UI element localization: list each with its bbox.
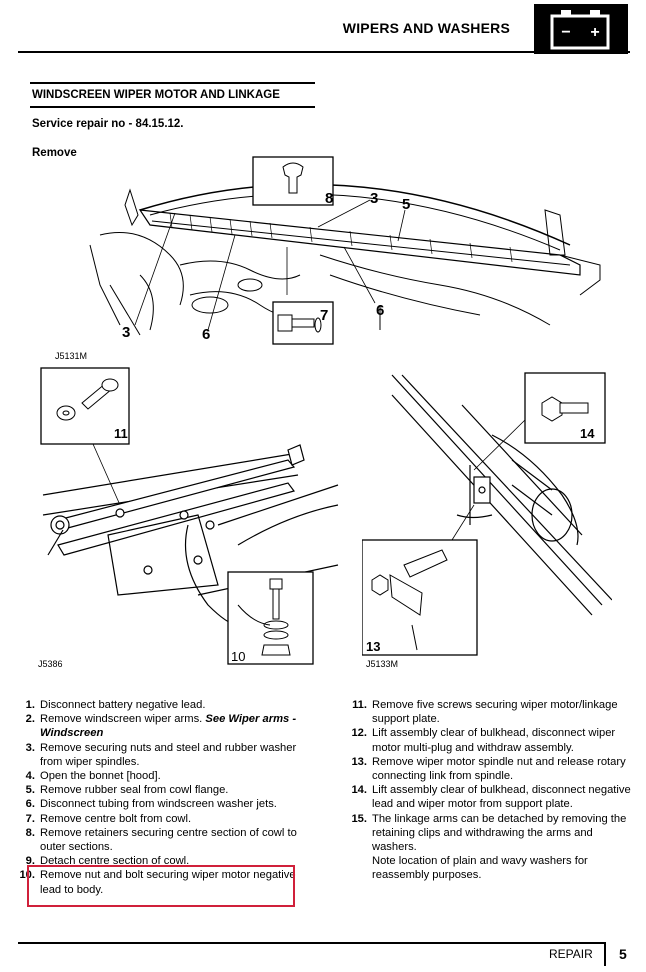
steps-right-column: 11.Remove five screws securing wiper mot…	[345, 698, 635, 883]
figure-motor: 14 13	[361, 365, 613, 665]
callout-11: 11	[114, 426, 128, 441]
step-note: Note location of plain and wavy washers …	[372, 855, 588, 882]
callout-10: 10	[231, 649, 245, 664]
section-title-rule-bottom	[30, 106, 315, 108]
step-14: 14.Lift assembly clear of bulkhead, disc…	[351, 784, 631, 811]
figure-cowl-overview: 8 3 5 3 6 7 6	[80, 155, 615, 350]
step-10: 10.Remove nut and bolt securing wiper mo…	[19, 869, 296, 896]
section-title: WINDSCREEN WIPER MOTOR AND LINKAGE	[32, 89, 280, 101]
remove-subheading: Remove	[32, 147, 77, 159]
battery-minus-sign: −	[561, 24, 570, 41]
callout-3-bottom: 3	[122, 324, 130, 341]
footer-rule	[18, 942, 606, 944]
figure-code-right: J5133M	[366, 659, 399, 669]
header-rule	[18, 51, 630, 53]
step-9: 9.Detach centre section of cowl.	[25, 855, 190, 868]
callout-3-top: 3	[370, 190, 378, 207]
service-repair-number: Service repair no - 84.15.12.	[32, 118, 184, 130]
step-6: 6.Disconnect tubing from windscreen wash…	[25, 798, 277, 811]
callout-13: 13	[366, 639, 380, 654]
step-15: 15.The linkage arms can be detached by r…	[351, 812, 627, 854]
cross-reference-link[interactable]: See Wiper arms - Windscreen	[40, 713, 297, 740]
step-12: 12.Lift assembly clear of bulkhead, disc…	[351, 727, 616, 754]
figure-code-top: J5131M	[55, 351, 88, 361]
callout-7: 7	[320, 307, 328, 324]
step-7: 7.Remove centre bolt from cowl.	[25, 812, 192, 825]
step-3: 3.Remove securing nuts and steel and rub…	[25, 741, 297, 768]
battery-plus-sign: +	[590, 24, 599, 41]
figure-code-left: J5386	[38, 659, 63, 669]
callout-6-right: 6	[376, 302, 384, 319]
callout-14: 14	[580, 426, 595, 441]
figure-linkage: 11	[38, 365, 348, 665]
callout-6-left: 6	[202, 326, 210, 343]
step-2: 2.Remove windscreen wiper arms. See Wipe…	[25, 713, 297, 740]
step-11: 11.Remove five screws securing wiper mot…	[352, 699, 618, 726]
step-5: 5.Remove rubber seal from cowl flange.	[25, 784, 229, 797]
step-4: 4.Open the bonnet [hood].	[25, 770, 161, 783]
battery-icon: − +	[534, 4, 628, 54]
page-number: 5	[619, 946, 627, 962]
footer-section-label: REPAIR	[549, 947, 593, 961]
step-1: 1.Disconnect battery negative lead.	[25, 699, 206, 711]
step-10-highlight-box	[27, 865, 295, 907]
footer-divider	[604, 942, 606, 966]
page-header-title: WIPERS AND WASHERS	[342, 20, 510, 36]
step-8: 8.Remove retainers securing centre secti…	[25, 826, 297, 854]
callout-5: 5	[402, 196, 410, 213]
step-13: 13.Remove wiper motor spindle nut and re…	[351, 755, 626, 783]
callout-8: 8	[325, 190, 333, 207]
section-title-rule-top	[30, 82, 315, 84]
steps-left-column: 1.Disconnect battery negative lead. 2.Re…	[13, 698, 303, 897]
